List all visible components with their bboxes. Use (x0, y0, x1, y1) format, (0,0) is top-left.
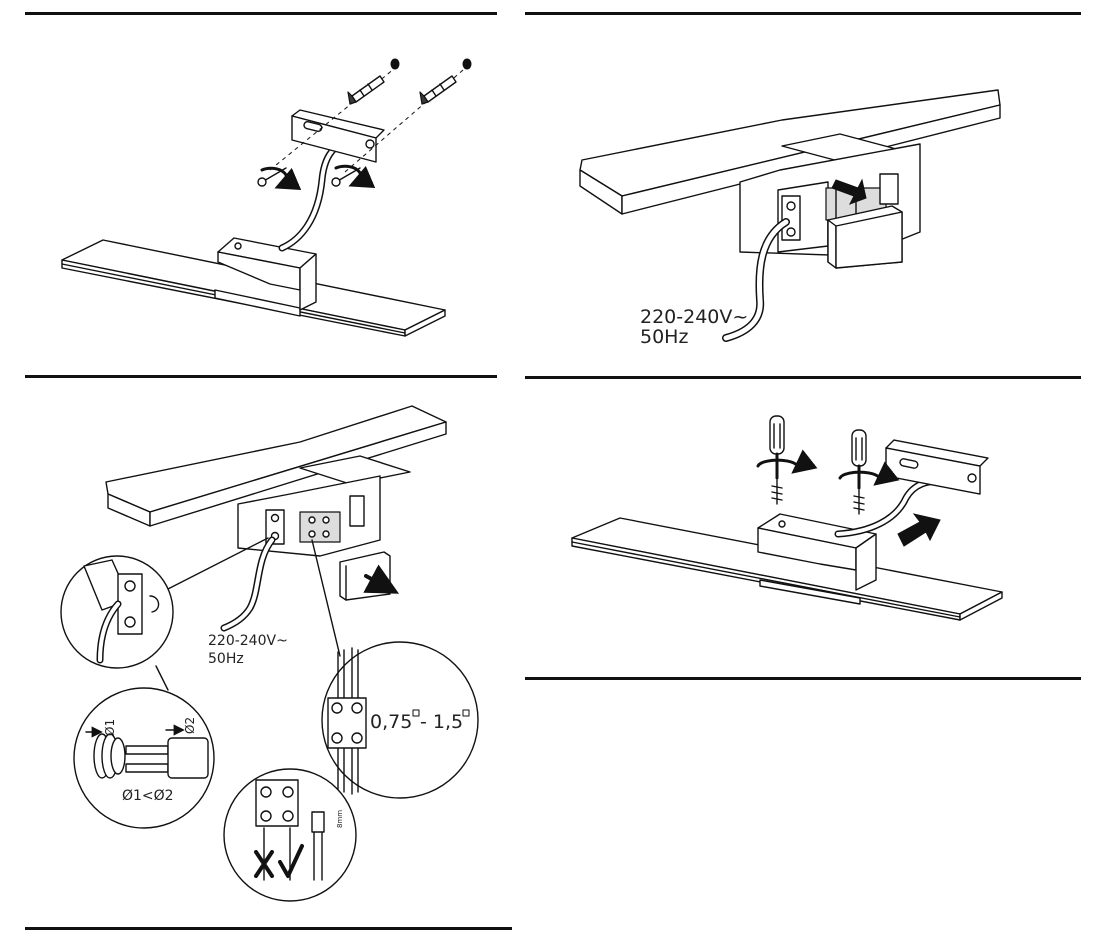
screwdriver-left (756, 415, 818, 505)
detail-terminal (60, 555, 174, 669)
wall-plug-left (347, 75, 385, 105)
light-bar (61, 239, 446, 337)
voltage-label: 220-240V~ (208, 633, 288, 649)
drill-hole-left (390, 58, 400, 70)
cable (278, 136, 349, 252)
junction-box (237, 475, 381, 557)
light-bar (105, 405, 447, 527)
divider-mid-right (525, 376, 1081, 379)
detail-strip-length: 8mm (223, 768, 357, 902)
attach-arrow (897, 513, 941, 547)
incorrect-mark (254, 850, 274, 878)
divider-top-right (525, 12, 1081, 15)
wall-plug-right (419, 75, 457, 105)
cover-plate (827, 205, 903, 269)
cross-section-max: - 1,5 (420, 711, 463, 733)
correct-mark (278, 844, 304, 878)
screw-right (331, 164, 376, 188)
divider-top-left (25, 12, 497, 15)
drill-hole-right (462, 58, 472, 70)
wall-bracket (291, 109, 385, 163)
light-bar (571, 517, 1003, 621)
strip-length-label: 8mm (336, 810, 344, 828)
detail-cross-section: 0,75 - 1,5 (321, 641, 479, 799)
panel-fixing (571, 415, 1003, 621)
insert-arrow (831, 178, 867, 205)
d1-label: Ø1 (103, 719, 117, 736)
panel-connect-cover: 220-240V~ 50Hz (579, 89, 1001, 348)
panel-mounting (61, 58, 472, 337)
voltage-label: 220-240V~ (640, 306, 748, 328)
diameter-rule-label: Ø1<Ø2 (122, 788, 174, 804)
d2-label: Ø2 (183, 717, 197, 734)
detail-diameter: Ø1 Ø2 Ø1<Ø2 (73, 687, 215, 829)
divider-mid-left (25, 375, 497, 378)
divider-bottom-left (25, 927, 512, 930)
screwdriver-right (838, 429, 900, 515)
remove-arrow (363, 564, 400, 594)
mount-block (757, 513, 877, 591)
cross-section-min: 0,75 (370, 711, 412, 733)
screw-left (257, 166, 302, 190)
divider-lower-right (525, 677, 1081, 680)
frequency-label: 50Hz (208, 651, 244, 667)
mount-block (217, 237, 317, 311)
frequency-label: 50Hz (640, 326, 688, 348)
wall-bracket (885, 439, 989, 495)
panel-wiring: 220-240V~ 50Hz Ø1 (60, 405, 479, 902)
